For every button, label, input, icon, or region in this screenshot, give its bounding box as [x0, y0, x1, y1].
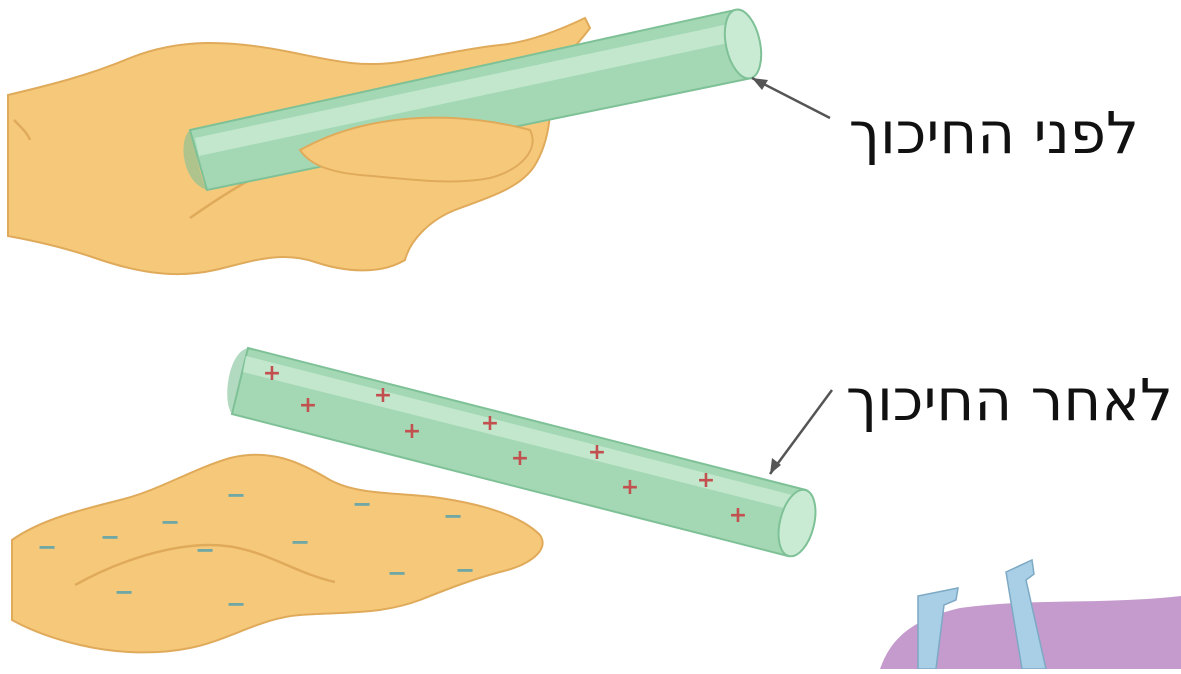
- rod-positive-charge: +: [374, 383, 392, 408]
- cloth-negative-charge: −: [387, 559, 407, 587]
- cloth-negative-charge: −: [100, 523, 120, 551]
- after-scene: ++++++++++ −−−−−−−−−−−−: [12, 348, 832, 652]
- cloth-negative-charge: −: [226, 590, 246, 618]
- cloth-negative-charge: −: [160, 508, 180, 536]
- rod-positive-charge: +: [697, 468, 715, 493]
- electroscope-partial: [880, 560, 1181, 669]
- cloth-negative-charge: −: [37, 533, 57, 561]
- cloth-negative-charge: −: [443, 502, 463, 530]
- cloth-negative-charge: −: [455, 556, 475, 584]
- rod-positive-charge: +: [729, 503, 747, 528]
- rod-positive-charge: +: [481, 411, 499, 436]
- cloth-after: [12, 455, 543, 653]
- cloth-negative-charge: −: [290, 528, 310, 556]
- pointer-before-arrowhead: [752, 78, 768, 90]
- label-before-rubbing: לפני החיכוך: [849, 104, 1139, 162]
- rod-positive-charge: +: [621, 475, 639, 500]
- rod-positive-charge: +: [588, 440, 606, 465]
- pointer-after: [770, 390, 832, 474]
- rod-positive-charge: +: [263, 361, 281, 386]
- cloth-negative-charge: −: [195, 536, 215, 564]
- label-after-rubbing: לאחר החיכוך: [846, 371, 1173, 429]
- rod-positive-charge: +: [511, 446, 529, 471]
- rod-positive-charge: +: [299, 393, 317, 418]
- cloth-negative-charge: −: [352, 490, 372, 518]
- rod-positive-charge: +: [403, 419, 421, 444]
- before-scene: [8, 6, 830, 274]
- cloth-negative-charge: −: [226, 481, 246, 509]
- cloth-negative-charge: −: [114, 578, 134, 606]
